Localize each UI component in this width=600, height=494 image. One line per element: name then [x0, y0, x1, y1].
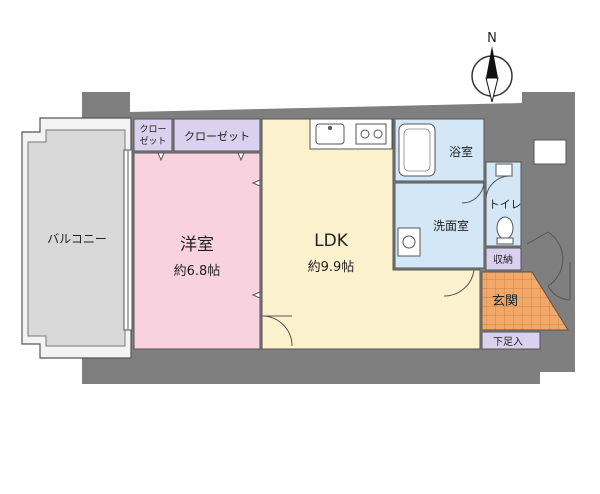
- door-toilet: [485, 175, 511, 201]
- room-storage: 収納: [485, 247, 522, 271]
- room-bathroom: 浴室: [394, 118, 485, 182]
- balcony-windows: [123, 149, 133, 331]
- closet-large-floor: [173, 118, 261, 152]
- shoe-box-label: 下足入: [493, 336, 523, 348]
- washbasin-bowl: [402, 235, 416, 249]
- western-room-label: 洋室: [180, 235, 214, 255]
- door-washroom: [443, 269, 475, 297]
- room-shoe-box: 下足入: [481, 331, 541, 350]
- closet-small-label-1: クロー: [139, 124, 166, 135]
- compass-needle-south: [485, 77, 499, 103]
- sink-faucet: [328, 126, 332, 130]
- room-toilet: トイレ: [485, 161, 522, 247]
- closet-small-label-2: ゼット: [139, 135, 166, 147]
- sink: [315, 123, 345, 145]
- compass-north-label: N: [487, 31, 497, 46]
- door-entrance-outer-arc: [547, 262, 571, 301]
- ldk-label: LDK: [314, 231, 349, 251]
- bathroom-label: 浴室: [449, 144, 473, 159]
- shoe-box-floor: [481, 331, 541, 350]
- washbasin: [397, 227, 421, 257]
- toilet-hand-sink: [495, 163, 513, 177]
- marker-western-right: [251, 179, 261, 187]
- entrance-label: 玄関: [492, 294, 518, 309]
- room-closet-large: クローゼット: [173, 118, 261, 152]
- toilet-label: トイレ: [489, 198, 522, 211]
- bathtub-inner: [403, 128, 431, 172]
- closet-large-label: クローゼット: [184, 130, 250, 143]
- room-western: 洋室 約6.8帖: [133, 152, 261, 350]
- room-entrance: 玄関: [481, 271, 569, 331]
- closet-door-markers: [157, 152, 261, 299]
- door-western-room: [261, 315, 293, 347]
- storage-floor: [485, 247, 522, 271]
- western-room-floor: [133, 152, 261, 350]
- storage-label: 収納: [493, 253, 513, 266]
- stove-burner-left: [360, 129, 370, 139]
- bathtub: [398, 123, 436, 177]
- balcony: バルコニー: [21, 117, 132, 359]
- marker-closet-small: [157, 152, 165, 162]
- western-room-size: 約6.8帖: [174, 264, 221, 279]
- balcony-label: バルコニー: [47, 232, 107, 246]
- washroom-label: 洗面室: [433, 218, 469, 233]
- room-ldk: LDK 約9.9帖: [261, 118, 481, 350]
- kitchen-counter: [309, 118, 393, 150]
- door-entrance: [526, 231, 564, 287]
- ldk-size: 約9.9帖: [308, 260, 355, 275]
- toilet-bowl: [496, 216, 514, 240]
- room-washroom: 洗面室: [394, 182, 485, 269]
- marker-western-lower: [251, 291, 261, 299]
- compass-needle-north: [486, 46, 498, 78]
- door-bathroom: [461, 180, 485, 204]
- room-closet-small: クロー ゼット: [133, 118, 173, 152]
- closet-small-floor: [133, 118, 173, 152]
- toilet-tank: [496, 237, 514, 245]
- stove: [355, 123, 387, 145]
- stove-burner-right: [373, 129, 383, 139]
- wall-notch-ac: [533, 139, 567, 165]
- marker-closet-large: [237, 152, 245, 162]
- entrance-floor: [481, 271, 569, 331]
- compass: N: [471, 31, 513, 103]
- doors: [261, 175, 571, 347]
- ldk-floor: [261, 118, 481, 350]
